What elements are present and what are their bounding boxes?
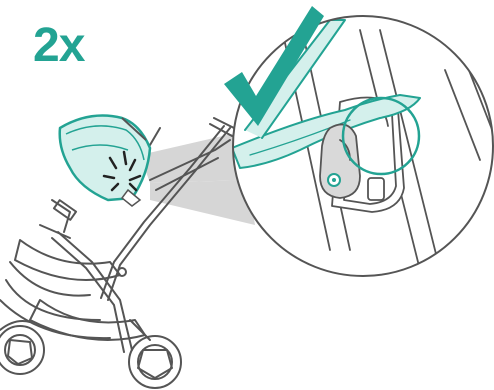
stroller-seat — [15, 240, 120, 280]
stroller-bumper-bar — [54, 200, 76, 220]
zoom-detail — [232, 16, 494, 276]
canopy — [60, 116, 150, 206]
stroller-front-frame — [58, 232, 132, 350]
canopy-shell — [60, 116, 150, 200]
stroller-rear-wheel — [129, 336, 181, 388]
step-count-label: 2x — [33, 22, 84, 70]
upper-beam — [140, 132, 248, 183]
stroller-front-wheel — [0, 326, 44, 374]
